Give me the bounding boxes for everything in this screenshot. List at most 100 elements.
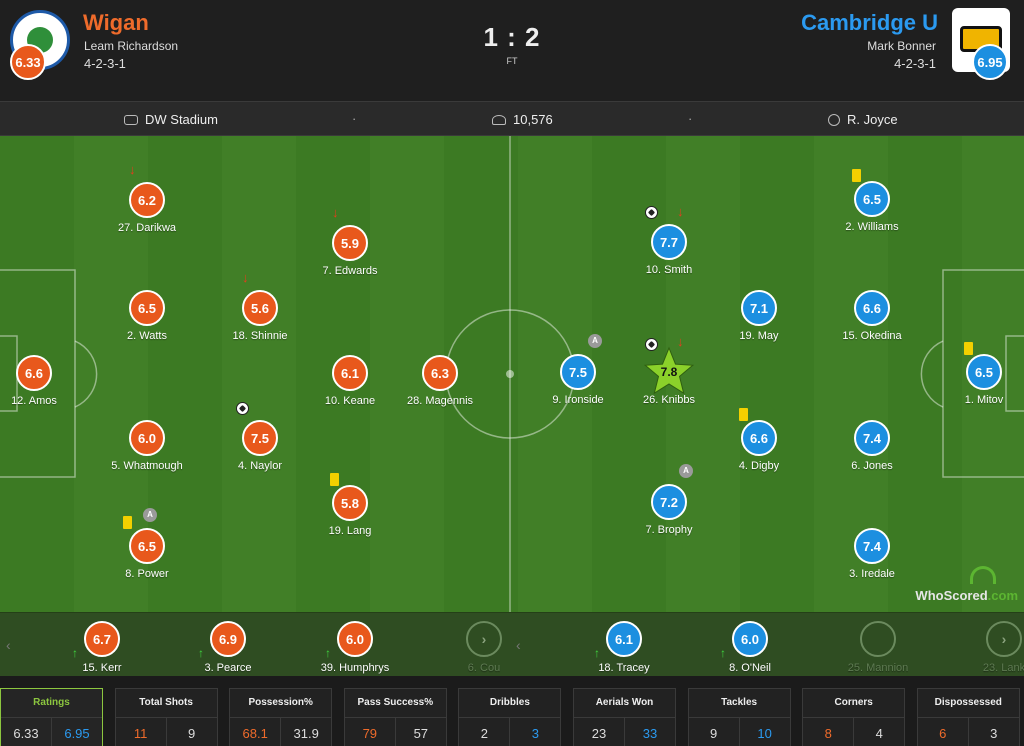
bench-player-name[interactable]: 6. Cou [467, 662, 501, 674]
venue-name: DW Stadium [145, 112, 218, 127]
player-name[interactable]: 26. Knibbs [643, 394, 695, 406]
bench-prev-icon[interactable]: ‹ [6, 637, 11, 653]
player-name[interactable]: 28. Magennis [406, 395, 474, 407]
player-name[interactable]: 10. Smith [645, 264, 693, 276]
player-name[interactable]: 12. Amos [11, 395, 57, 407]
bench-player-name[interactable]: 23. Lank [982, 662, 1024, 674]
stat-label: Dispossessed [934, 697, 1002, 708]
bench-player-ring[interactable]: › [986, 621, 1022, 657]
sub-off-arrow-icon: ↓ [242, 270, 249, 285]
stat-label: Tackles [721, 697, 758, 708]
home-stat-value: 6.33 [1, 718, 52, 746]
bench-player-name[interactable]: 18. Tracey [598, 662, 650, 674]
bench-player-ring[interactable] [860, 621, 896, 657]
player-rating-badge[interactable]: 7.5 [242, 420, 278, 456]
player-name[interactable]: 5. Whatmough [111, 460, 183, 472]
player-rating-badge[interactable]: 6.1 [332, 355, 368, 391]
stat-label: Aerials Won [595, 697, 654, 708]
player-rating-badge[interactable]: 7.7 [651, 224, 687, 260]
player-name[interactable]: 2. Williams [845, 221, 899, 233]
sub-off-arrow-icon: ↓ [129, 162, 136, 177]
player-rating-badge[interactable]: 5.6 [242, 290, 278, 326]
player-rating-badge[interactable]: 6.6 [741, 420, 777, 456]
player-rating-badge[interactable]: 7.2 [651, 484, 687, 520]
player-name[interactable]: 8. Power [125, 568, 169, 580]
player-rating-badge[interactable]: 7.4 [854, 420, 890, 456]
bench-player-name[interactable]: 8. O'Neil [729, 662, 771, 674]
player-rating-badge[interactable]: 6.3 [422, 355, 458, 391]
bench-player-name[interactable]: 15. Kerr [82, 662, 122, 674]
player-name[interactable]: 4. Naylor [237, 460, 283, 472]
player-rating-badge[interactable]: 5.8 [332, 485, 368, 521]
assist-icon: A [588, 334, 602, 348]
player-rating-badge[interactable]: 6.9 [210, 621, 246, 657]
player-name[interactable]: 15. Okedina [842, 330, 902, 342]
player-rating-badge[interactable]: 6.0 [732, 621, 768, 657]
player-rating-badge[interactable]: 6.5 [129, 528, 165, 564]
player-rating-badge[interactable]: 6.7 [84, 621, 120, 657]
player-name[interactable]: 7. Edwards [322, 265, 378, 277]
player-name[interactable]: 9. Ironside [552, 394, 604, 406]
player-name[interactable]: 18. Shinnie [232, 330, 288, 342]
home-stat-value: 79 [345, 718, 396, 746]
stat-label: Corners [834, 697, 873, 708]
chevron-right-icon[interactable]: › [481, 631, 487, 647]
player-rating-badge[interactable]: 6.5 [129, 290, 165, 326]
player-name[interactable]: 7. Brophy [645, 524, 693, 536]
referee-name: R. Joyce [847, 112, 898, 127]
player-rating-badge[interactable]: 7.1 [741, 290, 777, 326]
player-rating-badge[interactable]: 6.5 [966, 354, 1002, 390]
player-name[interactable]: 19. Lang [328, 525, 372, 537]
yellow-card-icon [739, 408, 748, 421]
player-name[interactable]: 6. Jones [851, 460, 893, 472]
man-of-the-match-star-icon[interactable]: 7.8 [643, 346, 695, 398]
sub-on-arrow-icon: ↑ [325, 646, 331, 660]
attendance-value: 10,576 [513, 112, 553, 127]
player-rating-badge[interactable]: 5.9 [332, 225, 368, 261]
player-name[interactable]: 10. Keane [324, 395, 376, 407]
home-formation: 4-2-3-1 [84, 56, 126, 71]
bench-player-name[interactable]: 25. Mannion [847, 662, 909, 674]
player-rating-badge[interactable]: 6.0 [337, 621, 373, 657]
bench-player-name[interactable]: 39. Humphrys [320, 662, 390, 674]
bench-player-ring[interactable]: › [466, 621, 502, 657]
sub-on-arrow-icon: ↑ [594, 646, 600, 660]
player-rating-badge[interactable]: 6.6 [854, 290, 890, 326]
player-rating-badge[interactable]: 6.1 [606, 621, 642, 657]
info-separator: · [352, 111, 357, 126]
player-name[interactable]: 3. Iredale [849, 568, 895, 580]
player-rating-badge[interactable]: 6.2 [129, 182, 165, 218]
away-manager: Mark Bonner [867, 39, 936, 53]
player-rating-badge[interactable]: 6.5 [854, 181, 890, 217]
away-team-name[interactable]: Cambridge U [801, 10, 938, 35]
home-stat-value: 68.1 [230, 718, 282, 746]
bench-player-name[interactable]: 3. Pearce [204, 662, 252, 674]
player-name[interactable]: 1. Mitov [964, 394, 1004, 406]
chevron-right-icon[interactable]: › [1001, 631, 1007, 647]
player-name[interactable]: 27. Darikwa [117, 222, 177, 234]
home-team-name[interactable]: Wigan [83, 10, 149, 35]
watermark-suffix: .com [987, 588, 1018, 603]
player-name[interactable]: 19. May [739, 330, 779, 342]
home-stat-value: 8 [803, 718, 855, 746]
player-name[interactable]: 2. Watts [127, 330, 167, 342]
player-rating-badge[interactable]: 7.4 [854, 528, 890, 564]
player-name[interactable]: 4. Digby [738, 460, 780, 472]
bench-prev-icon[interactable]: ‹ [516, 637, 521, 653]
player-rating-badge[interactable]: 6.6 [16, 355, 52, 391]
player-rating-badge[interactable]: 6.0 [129, 420, 165, 456]
player-rating-badge[interactable]: 7.5 [560, 354, 596, 390]
